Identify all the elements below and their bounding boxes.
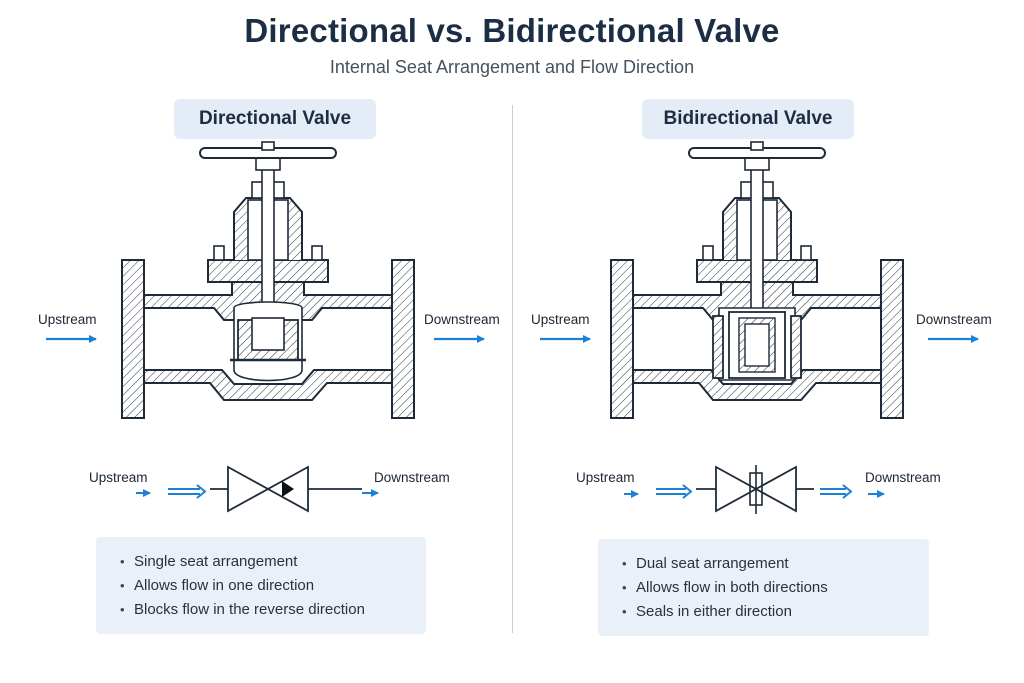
directional-valve-features: Single seat arrangement Allows flow in o… bbox=[96, 537, 426, 634]
right-section-downstream-label: Downstream bbox=[916, 312, 992, 327]
feature-item: Allows flow in both directions bbox=[622, 576, 929, 600]
bidirectional-valve-symbol bbox=[624, 465, 885, 514]
feature-item: Seals in either direction bbox=[622, 600, 929, 624]
bidirectional-valve-cross-section bbox=[610, 141, 904, 419]
right-symbol-upstream-label: Upstream bbox=[576, 470, 635, 485]
left-symbol-upstream-label: Upstream bbox=[89, 470, 148, 485]
center-divider bbox=[512, 105, 513, 633]
right-section-upstream-label: Upstream bbox=[531, 312, 590, 327]
directional-valve-symbol bbox=[136, 465, 379, 513]
bidirectional-valve-features: Dual seat arrangement Allows flow in bot… bbox=[598, 539, 929, 636]
right-symbol-downstream-label: Downstream bbox=[865, 470, 941, 485]
feature-item: Single seat arrangement bbox=[120, 550, 426, 574]
directional-valve-heading: Directional Valve bbox=[174, 99, 376, 139]
left-symbol-downstream-label: Downstream bbox=[374, 470, 450, 485]
feature-item: Dual seat arrangement bbox=[622, 552, 929, 576]
page-subtitle: Internal Seat Arrangement and Flow Direc… bbox=[329, 57, 695, 77]
feature-item: Allows flow in one direction bbox=[120, 574, 426, 598]
bidirectional-valve-heading: Bidirectional Valve bbox=[642, 99, 854, 139]
page-title: Directional vs. Bidirectional Valve bbox=[244, 12, 780, 49]
left-section-downstream-label: Downstream bbox=[424, 312, 500, 327]
directional-valve-cross-section bbox=[121, 141, 415, 419]
feature-item: Blocks flow in the reverse direction bbox=[120, 598, 426, 622]
left-section-upstream-label: Upstream bbox=[38, 312, 97, 327]
